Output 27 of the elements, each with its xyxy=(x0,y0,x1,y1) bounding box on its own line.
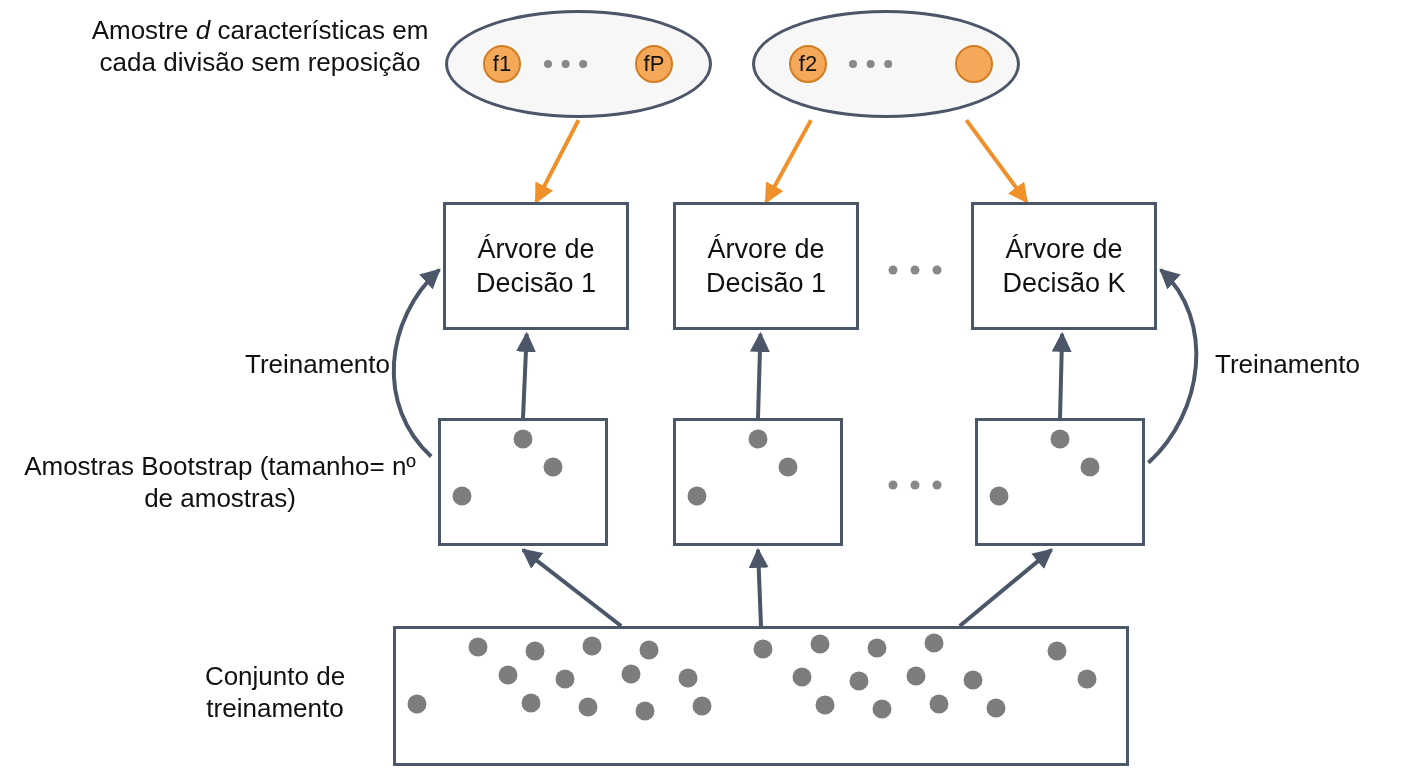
feature-circle xyxy=(955,45,993,83)
arrow xyxy=(392,268,441,458)
arrow xyxy=(534,119,581,204)
feature-circle: f2 xyxy=(789,45,827,83)
sample-box xyxy=(438,418,608,546)
feature-circle: fP xyxy=(635,45,673,83)
arrow xyxy=(1146,268,1199,465)
decision-tree-box: Árvore de Decisão K xyxy=(971,202,1157,330)
edge-label: Treinamento xyxy=(1215,348,1361,380)
feature-circle: f1 xyxy=(483,45,521,83)
arrow xyxy=(1051,331,1072,419)
annotation-text: Amostre d características em cada divisão sem reposição xyxy=(90,14,430,78)
annotation-text: Conjunto de treinamento xyxy=(203,660,347,724)
sample-box xyxy=(975,418,1145,546)
arrow xyxy=(748,547,769,627)
arrow xyxy=(521,548,623,628)
arrow xyxy=(764,119,813,204)
arrow xyxy=(749,331,770,419)
edge-label: Treinamento xyxy=(244,348,390,380)
sample-box xyxy=(673,418,843,546)
sample-box xyxy=(393,626,1129,766)
arrow xyxy=(964,118,1029,204)
arrow xyxy=(958,548,1054,628)
decision-tree-box: Árvore de Decisão 1 xyxy=(443,202,629,330)
arrow xyxy=(515,331,536,419)
decision-tree-box: Árvore de Decisão 1 xyxy=(673,202,859,330)
annotation-text: Amostras Bootstrap (tamanho= nº de amostras) xyxy=(23,450,417,514)
